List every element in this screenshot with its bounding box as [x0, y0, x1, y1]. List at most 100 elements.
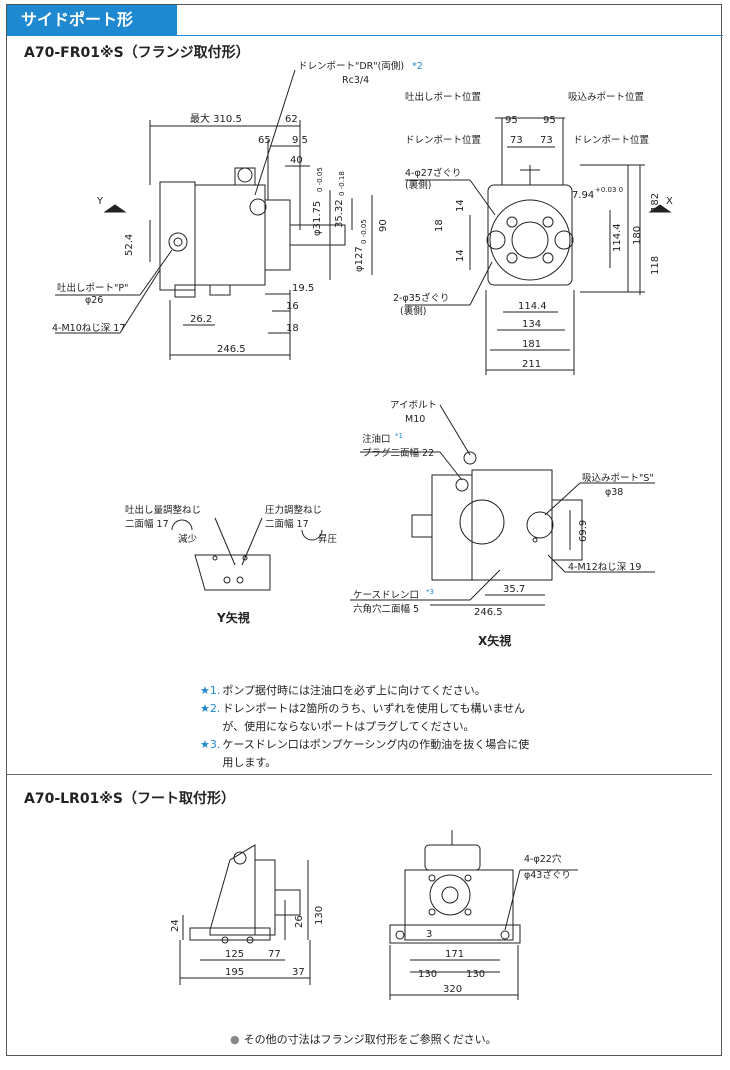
plug-width-label: プラグ二面幅 22: [362, 447, 434, 459]
footnote: ●その他の寸法はフランジ取付形をご参照ください。: [230, 1031, 497, 1047]
x-view-flange: [431, 474, 473, 581]
dim-77: 77: [268, 949, 281, 960]
discharge-port-position: 吐出しポート位置: [405, 91, 481, 103]
note-1-text: ポンプ据付時には注油口を必ず上に向けてください。: [222, 684, 486, 697]
discharge-adjust-width: 二面幅 17: [125, 518, 169, 530]
pressure-adjust-width: 二面幅 17: [265, 518, 309, 530]
oil-inlet-label: 注油口: [362, 433, 391, 445]
dim-125: 125: [225, 949, 244, 960]
page-frame: サイドポート形: [6, 4, 723, 1056]
x-view-suction-port: [526, 511, 554, 539]
increase-label: 昇圧: [318, 534, 338, 545]
dim-114-4h: 114.4: [518, 301, 547, 312]
dim-95b: 95: [543, 115, 556, 126]
case-drain-label: ケースドレン口: [353, 590, 419, 601]
discharge-port-p-label: 吐出しポート"P": [57, 282, 128, 294]
dim-127: φ127: [354, 246, 365, 272]
drain-port-label: ドレンポート"DR"(両側): [298, 60, 404, 72]
front-discharge-port: [168, 232, 188, 252]
dim-37: 37: [292, 967, 305, 978]
suction-port-s-dia: φ38: [605, 487, 623, 498]
dim-90: 90: [378, 219, 389, 232]
section-separator: [6, 774, 712, 775]
dim-182: 182: [650, 193, 661, 212]
dim-19-5: 19.5: [292, 283, 314, 294]
dim-max-len: 最大 310.5: [190, 112, 242, 125]
dim-31-75-tol: 0 -0.05: [316, 167, 324, 192]
thread-m10-label: 4-M10ねじ深 17: [52, 323, 125, 334]
front-rear-cover: [264, 199, 291, 271]
drain-port-position-left: ドレンポート位置: [405, 134, 481, 146]
dim-18: 18: [286, 323, 299, 334]
dim-95a: 95: [505, 115, 518, 126]
dim-73b: 73: [540, 135, 553, 146]
dim-130a: 130: [418, 969, 437, 980]
x-view-title: X矢視: [478, 633, 511, 648]
dim-16: 16: [286, 301, 299, 312]
dim-118: 118: [650, 256, 661, 275]
decrease-label: 減少: [178, 533, 198, 545]
drain-port-position-right: ドレンポート位置: [573, 134, 649, 146]
dim-171: 171: [445, 949, 464, 960]
dim-7-94: 7.94: [572, 190, 594, 201]
dim-130b: 130: [466, 969, 485, 980]
dim-114-4v: 114.4: [612, 223, 623, 252]
counterbore-27: 4-φ27ざぐり: [405, 167, 461, 179]
dim-35-32: 35.32: [334, 199, 345, 228]
dim-127-tol: 0 -0.05: [360, 219, 368, 244]
dim-65: 65: [258, 135, 271, 146]
foot-front-body: [404, 869, 514, 941]
note-2-text: ドレンポートは2箇所のうち、いずれを使用しても構いませんが、使用にならないポート…: [222, 702, 526, 733]
dim-35-32-tol: 0 -0.18: [338, 171, 346, 196]
dim-211: 211: [522, 359, 541, 370]
note-1: ★1. ポンプ据付時には注油口を必ず上に向けてください。: [200, 682, 540, 700]
note-3: ★3. ケースドレン口はポンプケーシング内の作動油を抜く場合に使用します。: [200, 736, 540, 772]
eyebolt-size: M10: [405, 414, 425, 425]
foot-side-bracket: [209, 844, 256, 936]
dim-52-4: 52.4: [124, 234, 135, 256]
flange-mount-drawings: ドレンポート"DR"(両側) *2 Rc3/4 最大 310.5 62 65 9…: [52, 60, 673, 648]
header-tab: サイドポート形: [7, 5, 177, 35]
dim-246-5: 246.5: [217, 344, 246, 355]
bullet-icon: ●: [230, 1033, 240, 1046]
side-flange-circle: [489, 199, 571, 281]
note-3-mark: ★3.: [200, 738, 221, 751]
footnote-text: その他の寸法はフランジ取付形をご参照ください。: [243, 1033, 497, 1046]
foot-holes-label: 4-φ22穴: [524, 853, 562, 865]
dim-35-7: 35.7: [503, 584, 525, 595]
header-rule: [7, 35, 723, 36]
discharge-adjust-label: 吐出し量調整ねじ: [125, 504, 201, 516]
dim-40: 40: [290, 155, 303, 166]
thread-m12-label: 4-M12ねじ深 19: [568, 562, 641, 573]
hex-socket-label: 六角穴二面幅 5: [353, 603, 419, 615]
dim-246-5-x: 246.5: [474, 607, 503, 618]
y-view-title: Y矢視: [216, 610, 250, 625]
dim-7-94-tol: +0.03 0: [595, 186, 623, 194]
dim-14a: 14: [455, 199, 466, 212]
dim-62: 62: [285, 114, 298, 125]
drain-port-thread: Rc3/4: [342, 75, 369, 86]
note-2-mark: ★2.: [200, 702, 221, 715]
dim-14b: 14: [455, 249, 466, 262]
dim-3: 3: [426, 929, 432, 940]
section1-title: A70-FR01※S（フランジ取付形）: [24, 45, 250, 61]
front-shaft: [289, 224, 346, 246]
dim-31-75: φ31.75: [312, 201, 323, 236]
suction-port-s-label: 吸込みポート"S": [582, 473, 654, 484]
y-arrow-label: Y: [96, 196, 104, 207]
x-view-body: [471, 469, 553, 581]
dim-134: 134: [522, 319, 541, 330]
foot-counterbore-label: φ43ざぐり: [524, 869, 571, 881]
dim-130v: 130: [314, 906, 325, 925]
section2-title: A70-LR01※S（フート取付形）: [24, 791, 236, 807]
eyebolt-label: アイボルト: [390, 400, 437, 411]
front-flange: [159, 181, 196, 291]
dim-26: 26: [294, 915, 305, 928]
counterbore-35-side: (裏側): [400, 305, 426, 317]
dim-24: 24: [170, 919, 181, 932]
dim-73a: 73: [510, 135, 523, 146]
pressure-adjust-label: 圧力調整ねじ: [265, 504, 322, 516]
dim-26-2: 26.2: [190, 314, 212, 325]
drain-port-star: *2: [412, 61, 423, 72]
note-3-text: ケースドレン口はポンプケーシング内の作動油を抜く場合に使用します。: [222, 738, 530, 769]
